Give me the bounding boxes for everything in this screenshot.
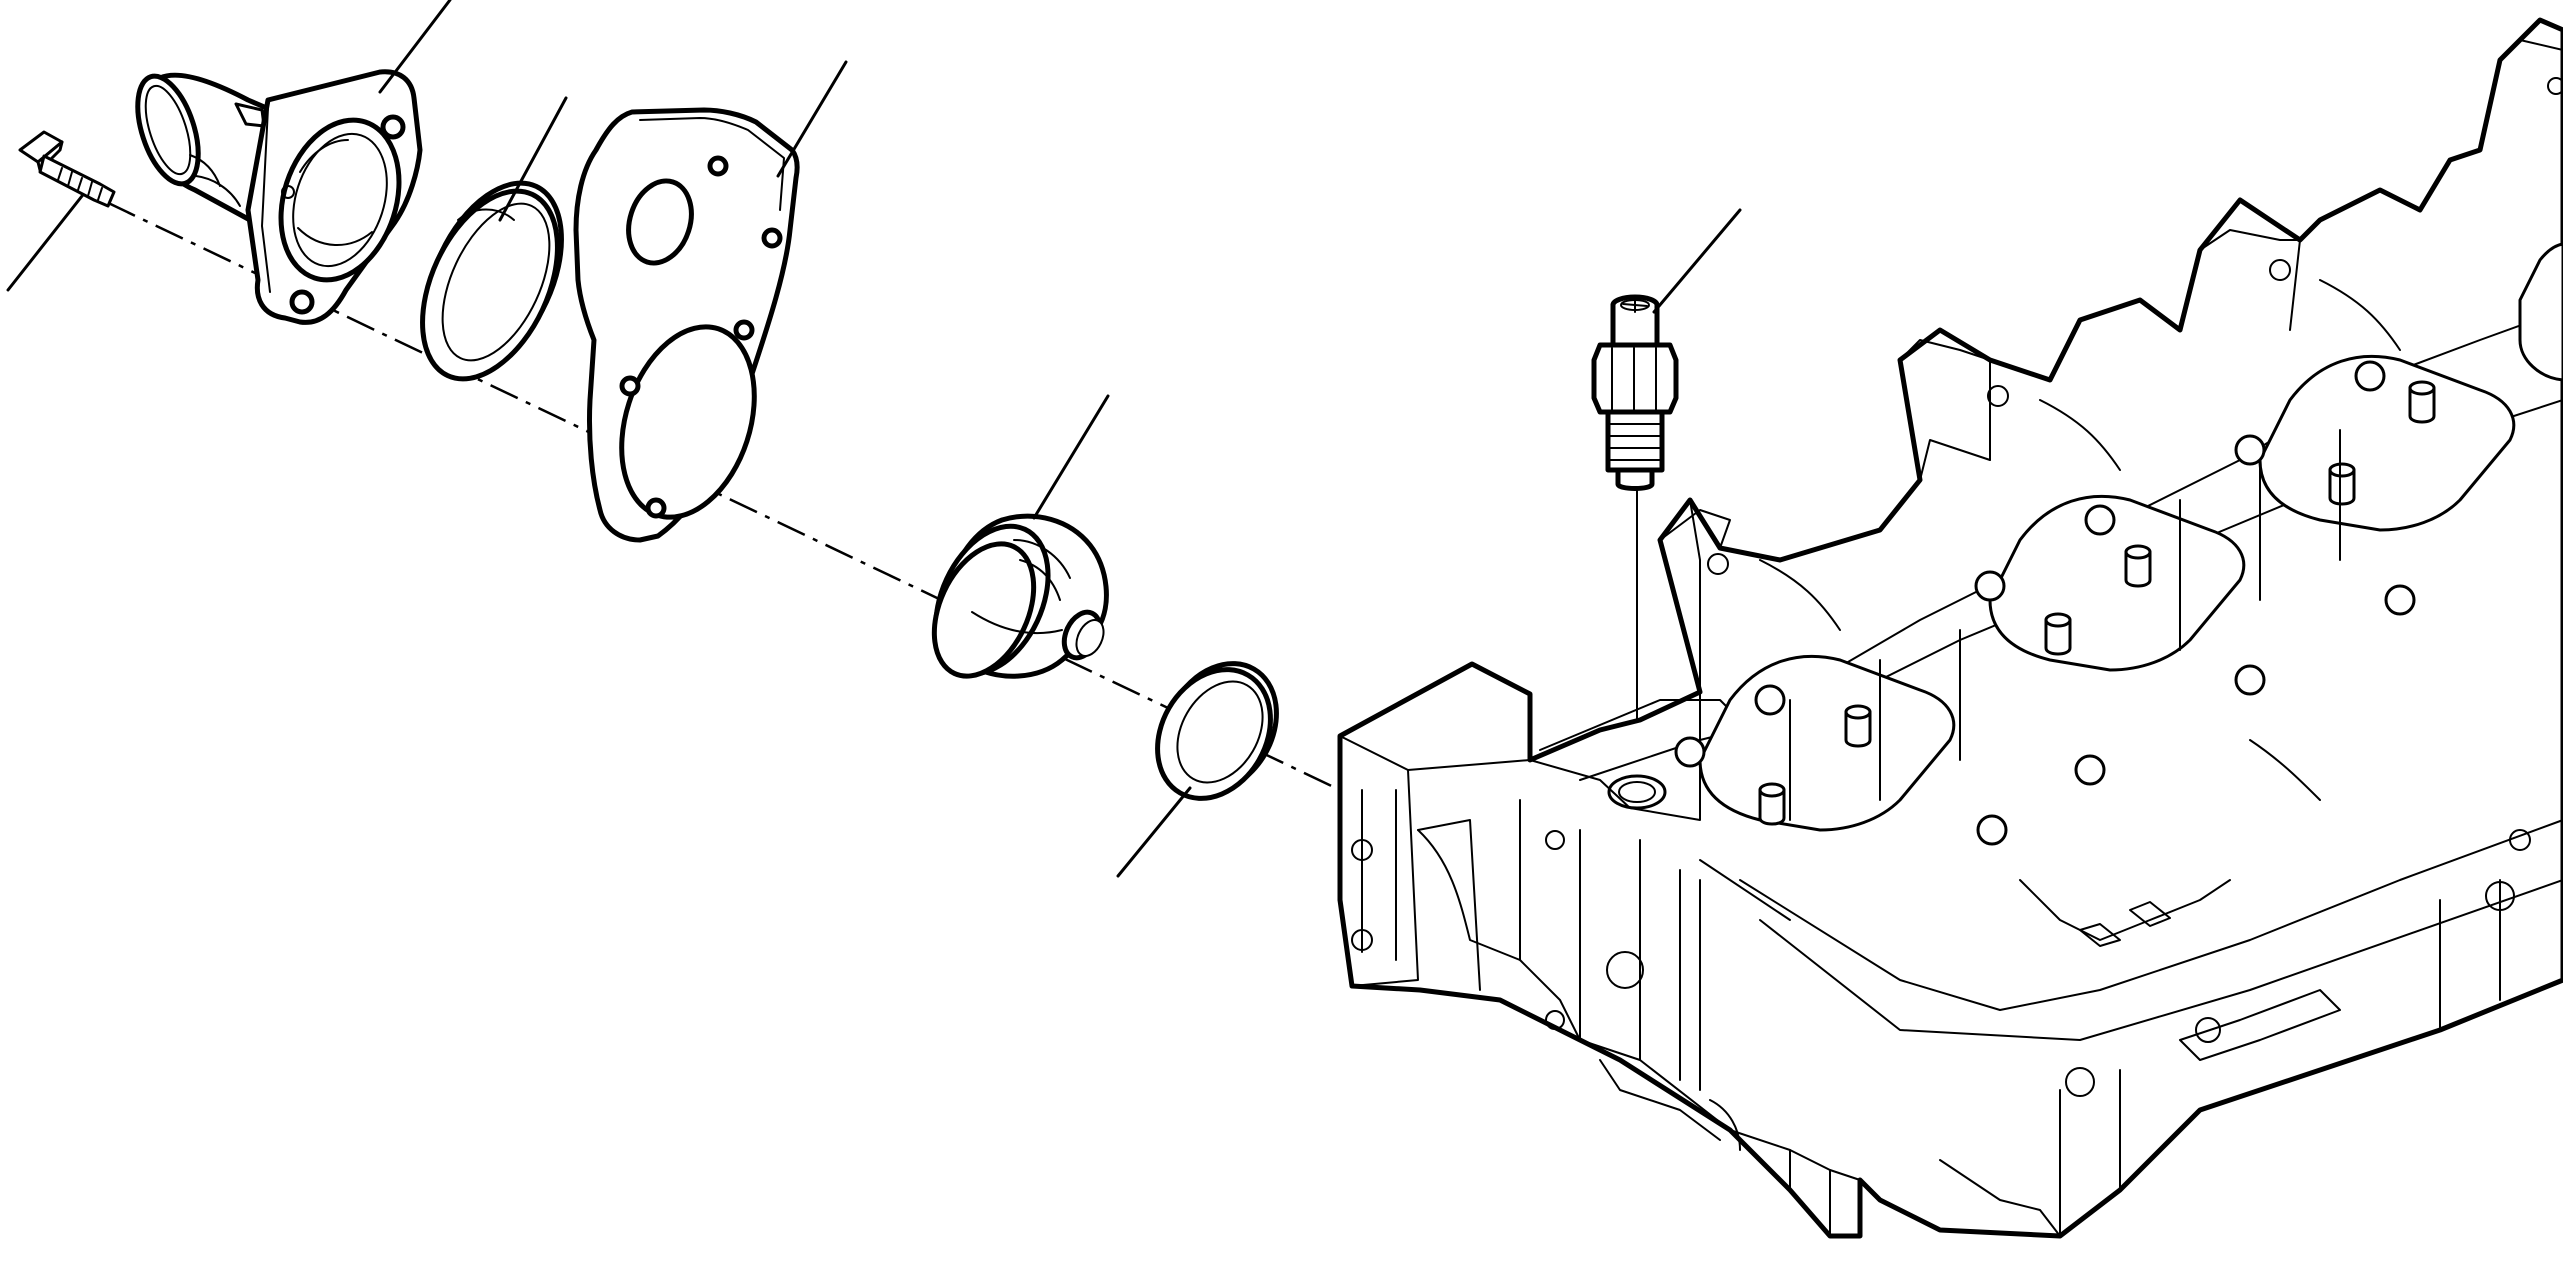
sealing-ring bbox=[420, 180, 564, 382]
leader-line-thermostat bbox=[1032, 394, 1110, 520]
cam-bearing-towers bbox=[1659, 39, 2563, 693]
leader-line-o-ring bbox=[1116, 786, 1192, 878]
thermostat-housing bbox=[135, 69, 423, 325]
leader-line-sender bbox=[1652, 208, 1742, 314]
flange-bolt bbox=[18, 130, 116, 208]
leader-line-bolt bbox=[6, 194, 84, 292]
housing-gasket bbox=[573, 107, 800, 543]
leader-line-gasket bbox=[776, 60, 848, 178]
thermostat-o-ring bbox=[1155, 661, 1279, 801]
lower-rail bbox=[1739, 819, 2563, 1237]
thermostat bbox=[931, 513, 1109, 679]
leader-line-sealing-ring bbox=[498, 96, 568, 222]
temperature-sender bbox=[1591, 294, 1679, 491]
valve-stems bbox=[1758, 380, 2436, 826]
head-bolt-holes bbox=[1674, 360, 2416, 846]
leader-line-housing bbox=[378, 0, 452, 94]
cylinder-head bbox=[1337, 17, 2563, 1239]
